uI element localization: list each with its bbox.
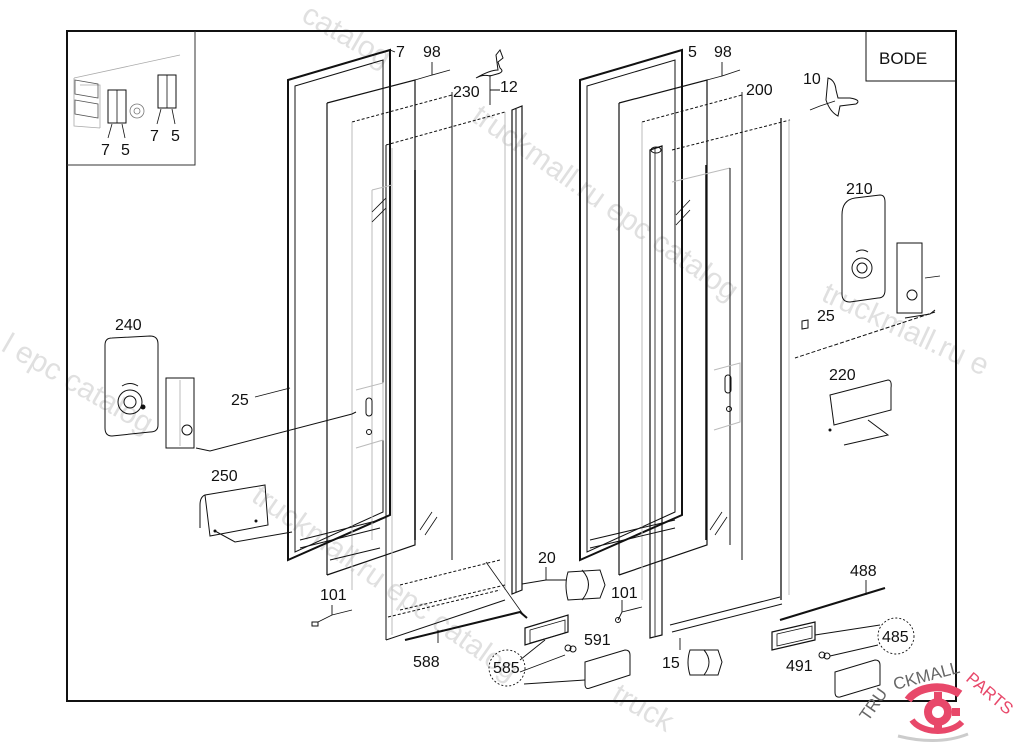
logo-text: PARTS	[962, 669, 1016, 719]
diagram-frame	[66, 30, 957, 702]
watermark-text: l epc catalog	[0, 327, 159, 440]
left-door-assembly	[287, 48, 523, 641]
callout-label: 98	[423, 44, 441, 61]
inset-label: 5	[171, 128, 180, 145]
callout-label: 20	[538, 550, 556, 567]
callout-label: 240	[115, 317, 142, 334]
brand-box: BODE	[865, 31, 956, 82]
inset-label: 7	[150, 128, 159, 145]
callout-label: 15	[662, 655, 680, 672]
inset-bus-view: 7 5 7 5	[67, 31, 196, 166]
bottom-small-parts	[311, 561, 886, 698]
callout-label: 12	[500, 79, 518, 96]
part-250-bracket	[199, 484, 293, 543]
callout-label: 588	[413, 654, 440, 671]
callout-label: 220	[829, 367, 856, 384]
callout-label: 250	[211, 468, 238, 485]
callout-label: 200	[746, 82, 773, 99]
callout-label: 485	[882, 629, 909, 646]
callout-label: 10	[803, 71, 821, 88]
part-labels: 7 98 230 12 5 98 200 10 210 25 220 240 2…	[115, 44, 909, 677]
callout-label: 101	[320, 587, 347, 604]
callout-label: 98	[714, 44, 732, 61]
right-door-assembly	[579, 48, 859, 639]
brand-label: BODE	[879, 49, 927, 68]
callout-label: 7	[396, 44, 405, 61]
part-220-bracket	[828, 379, 892, 446]
inset-label: 5	[121, 142, 130, 159]
callout-label: 585	[493, 660, 520, 677]
part-240-handle	[104, 335, 357, 452]
callout-label: 5	[688, 44, 697, 61]
watermark-text: truckmall.ru epc catalog	[466, 99, 744, 308]
leader-lines	[254, 49, 881, 685]
watermark-text: truck	[607, 677, 681, 739]
callout-label: 491	[786, 658, 813, 675]
gear-icon	[897, 683, 969, 743]
callout-label: 488	[850, 563, 877, 580]
callout-circles	[488, 617, 915, 687]
callout-label: 230	[453, 84, 480, 101]
part-210-handle	[794, 194, 941, 359]
callout-label: 101	[611, 585, 638, 602]
inset-label: 7	[101, 142, 110, 159]
callout-label: 25	[231, 392, 249, 409]
callout-label: 210	[846, 181, 873, 198]
callout-label: 591	[584, 632, 611, 649]
callout-label: 25	[817, 308, 835, 325]
